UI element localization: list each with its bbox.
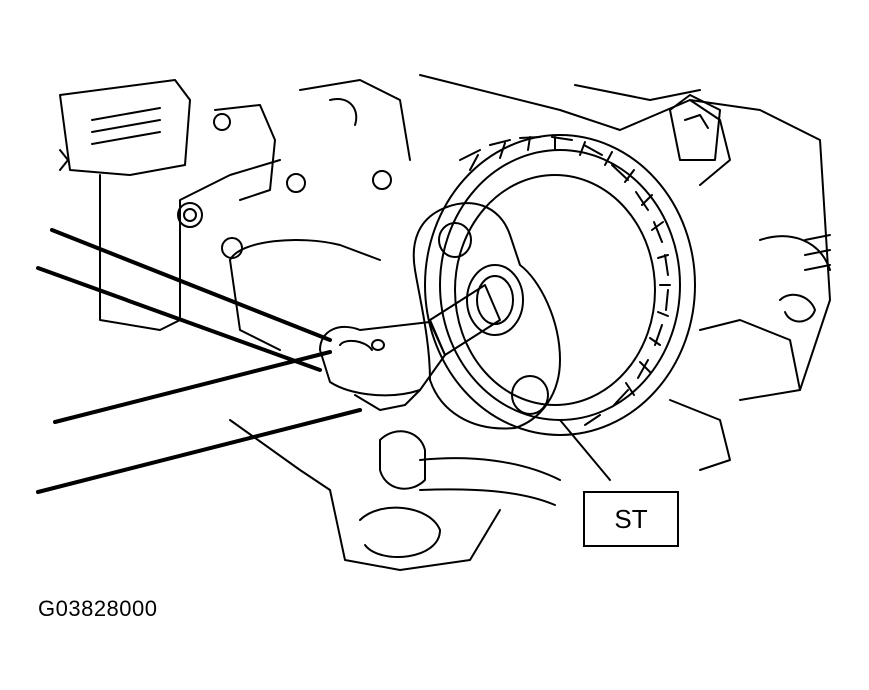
sprocket — [424, 134, 696, 436]
holder-tool-st — [412, 202, 611, 481]
socket-wrench — [319, 264, 524, 411]
breaker-bar — [36, 228, 362, 494]
figure-id: G03828000 — [38, 596, 158, 621]
callout-label-st: ST — [583, 491, 679, 547]
